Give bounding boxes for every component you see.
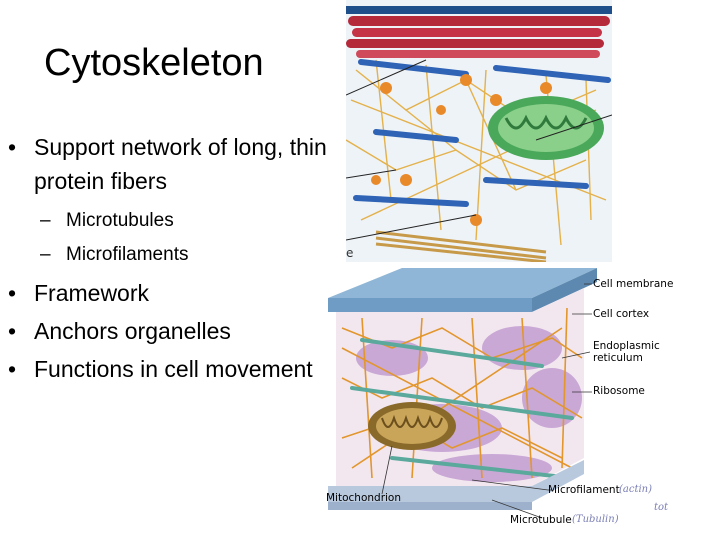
label-er-line2: reticulum	[593, 352, 643, 364]
bullet-text: Anchors organelles	[34, 318, 231, 344]
cell-block-drawing	[328, 268, 597, 519]
label-mitochondrion: Mitochondrion	[326, 492, 402, 504]
microtubule-rods	[350, 338, 574, 480]
bullet-item: • Anchors organelles	[8, 314, 328, 348]
cytoskeleton-illustration-top: e	[346, 0, 612, 262]
nodes	[371, 74, 552, 226]
bullet-dot: •	[8, 280, 17, 306]
mitochondrion-shape	[488, 96, 604, 160]
slide-title: Cytoskeleton	[44, 42, 264, 84]
membrane-folds	[346, 16, 610, 58]
handwritten-actin: (actin)	[619, 484, 653, 495]
mitochondrion-shape	[368, 402, 456, 450]
bullet-text: Framework	[34, 280, 150, 306]
bullet-text: Support network of long, thin protein fi…	[34, 134, 327, 194]
label-er-line1: Endoplasmic	[593, 340, 660, 352]
bullet-list: • Support network of long, thin protein f…	[8, 130, 328, 386]
label-microtubule: Microtubule	[510, 514, 572, 526]
pointer-lines	[346, 59, 612, 241]
label-cell-membrane: Cell membrane	[593, 278, 674, 290]
sub-bullet-dash: –	[40, 244, 51, 265]
sub-bullet-item: –Microtubules	[8, 204, 328, 238]
bullet-text: Functions in cell movement	[34, 356, 313, 382]
label-cell-cortex: Cell cortex	[593, 308, 650, 320]
bullet-dot: •	[8, 356, 17, 382]
bullet-dot: •	[8, 134, 17, 160]
figure-edge-letter: e	[346, 246, 353, 260]
bullet-item: • Functions in cell movement	[8, 352, 328, 386]
microtubules	[353, 59, 611, 207]
filament-bundle	[375, 230, 547, 262]
sub-bullet-text: Microfilaments	[66, 244, 189, 265]
label-pointer-lines	[381, 283, 592, 519]
sub-bullet-item: –Microfilaments	[8, 238, 328, 272]
cytoskeleton-illustration-bottom: Cell membrane Cell cortex Endoplasmic re…	[322, 268, 692, 540]
label-microfilament: Microfilament	[548, 484, 620, 496]
label-ribosome: Ribosome	[593, 385, 645, 397]
bullet-item: • Framework	[8, 276, 328, 310]
sub-bullet-text: Microtubules	[66, 210, 174, 231]
sub-bullet-dash: –	[40, 210, 51, 231]
bullet-item: • Support network of long, thin protein f…	[8, 130, 328, 198]
filament-network	[346, 59, 607, 246]
handwritten-stray-mark: tot	[654, 502, 669, 513]
bullet-dot: •	[8, 318, 17, 344]
handwritten-tubulin: (Tubulin)	[572, 514, 619, 525]
